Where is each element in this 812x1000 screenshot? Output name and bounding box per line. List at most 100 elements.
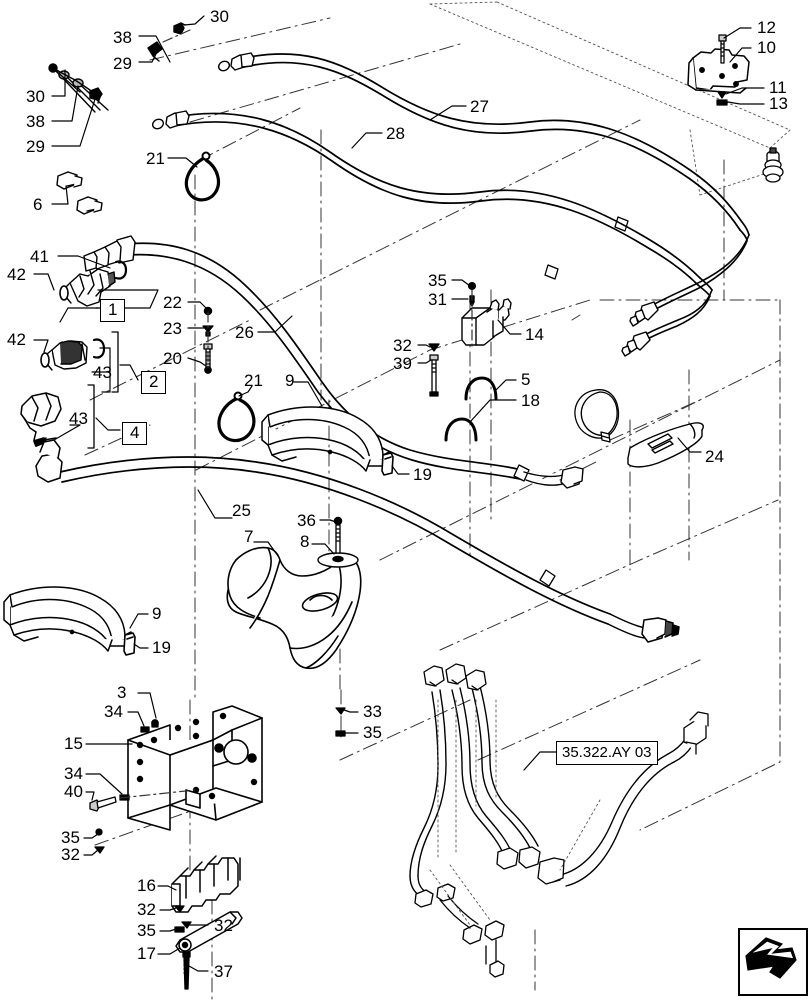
part-label: 16 (137, 876, 156, 895)
part-label: 38 (113, 28, 132, 47)
right-hose-end-1 (629, 301, 659, 327)
boxed-callout: 1 (100, 299, 126, 322)
part-label: 36 (297, 511, 316, 530)
clip-18 (444, 417, 478, 442)
part-label: 35 (137, 921, 156, 940)
hose-26 (117, 242, 525, 481)
orientation-indicator (738, 928, 808, 996)
bolt-12 (718, 34, 727, 64)
reference-frame (571, 299, 781, 831)
leader-28 (351, 132, 383, 149)
part-label: 43 (69, 409, 88, 428)
ball-stud-mount (762, 147, 784, 183)
reference-callout[interactable]: 35.322.AY 03 (556, 741, 658, 765)
right-hose-terminals (631, 234, 750, 349)
washer-11 (717, 91, 727, 99)
leaders-35-32-plate (83, 833, 99, 856)
part-label: 17 (137, 944, 156, 963)
leaders-31-35 (451, 279, 473, 349)
nut-13 (716, 99, 728, 106)
part-label: 23 (163, 319, 182, 338)
lower-right-hose-dotted-guides (429, 699, 601, 926)
part-label: 38 (26, 112, 45, 131)
part-label: 12 (757, 18, 776, 37)
leader-14 (497, 319, 522, 335)
clip-19-centre (381, 452, 394, 476)
part-label: 21 (146, 149, 165, 168)
leader-30-38-29-top (138, 15, 205, 63)
part-label: 8 (300, 532, 310, 551)
part-label: 5 (521, 370, 531, 389)
part-label: 29 (113, 54, 132, 73)
part-label: 41 (30, 247, 49, 266)
part-label: 39 (393, 354, 412, 373)
bolt-37 (182, 951, 191, 990)
link-rod-17 (175, 911, 243, 953)
cable-tie (574, 389, 620, 443)
nut-35-lower (335, 730, 346, 737)
part-label: 34 (104, 702, 123, 721)
leader-box-4 (95, 417, 121, 431)
hose-27-end-fitting (217, 52, 255, 72)
leaders-32-39 (417, 344, 432, 364)
boxed-callout: 2 (141, 371, 167, 394)
part-label: 27 (470, 97, 489, 116)
leaders-3-34-15-40 (85, 692, 196, 801)
hose-26-right-end (523, 466, 584, 489)
hose-27 (234, 53, 750, 241)
hose-25-left-elbow (35, 437, 63, 483)
leaders-32-35-16 (159, 907, 177, 932)
hose-26-left-fitting (83, 235, 136, 272)
leaders-41-42-1 (33, 255, 111, 291)
clip-19-lower (123, 632, 136, 656)
leader-25 (197, 489, 233, 519)
part-label: 6 (33, 195, 43, 214)
part-label: 7 (244, 527, 254, 546)
leader-9-centre (293, 381, 323, 407)
washer-32-mid (428, 343, 440, 352)
leader-16 (157, 885, 177, 891)
leader-box-2 (119, 364, 139, 381)
leaders-10-11-12-13 (723, 27, 765, 105)
part-label: 40 (64, 782, 83, 801)
part-label: 24 (705, 447, 724, 466)
part-label: 26 (235, 323, 254, 342)
fastener-34-upper (140, 726, 150, 733)
hose-25 (59, 456, 611, 625)
hose-26-coupler (513, 464, 530, 482)
part-label: 33 (363, 702, 382, 721)
part-label: 30 (210, 7, 229, 26)
part-label: 32 (214, 916, 233, 935)
part-label: 19 (152, 638, 171, 657)
block-14 (461, 298, 512, 346)
bracket-43-2 (111, 331, 119, 393)
part-label: 18 (521, 391, 540, 410)
leader-19-centre (391, 465, 410, 475)
part-label: 30 (26, 87, 45, 106)
washer-32-16 (174, 905, 185, 913)
part-label: 35 (428, 271, 447, 290)
fastener-3 (151, 719, 159, 728)
leader-box-1 (59, 289, 159, 323)
hose-28-end-fitting (151, 110, 190, 130)
lower-right-hose-secondary-fittings (537, 711, 709, 885)
part-label: 42 (7, 330, 26, 349)
leader-21-upper (167, 157, 198, 168)
part-label: 31 (428, 290, 447, 309)
leader-36 (319, 519, 337, 523)
elbow-43-group4 (20, 392, 62, 445)
leader-8 (311, 543, 335, 555)
nut-35-plate (95, 828, 103, 836)
part-label: 42 (7, 265, 26, 284)
part-label: 9 (285, 371, 295, 390)
lower-right-hose-fittings (414, 663, 541, 978)
part-label: 34 (64, 764, 83, 783)
part-6-fittings (56, 171, 103, 215)
washer-8 (317, 552, 359, 568)
oring-43-2 (92, 338, 106, 359)
leader-6 (51, 185, 69, 205)
leader-lines-30-38-29-left (51, 69, 97, 147)
bracket-43-4 (87, 384, 95, 449)
